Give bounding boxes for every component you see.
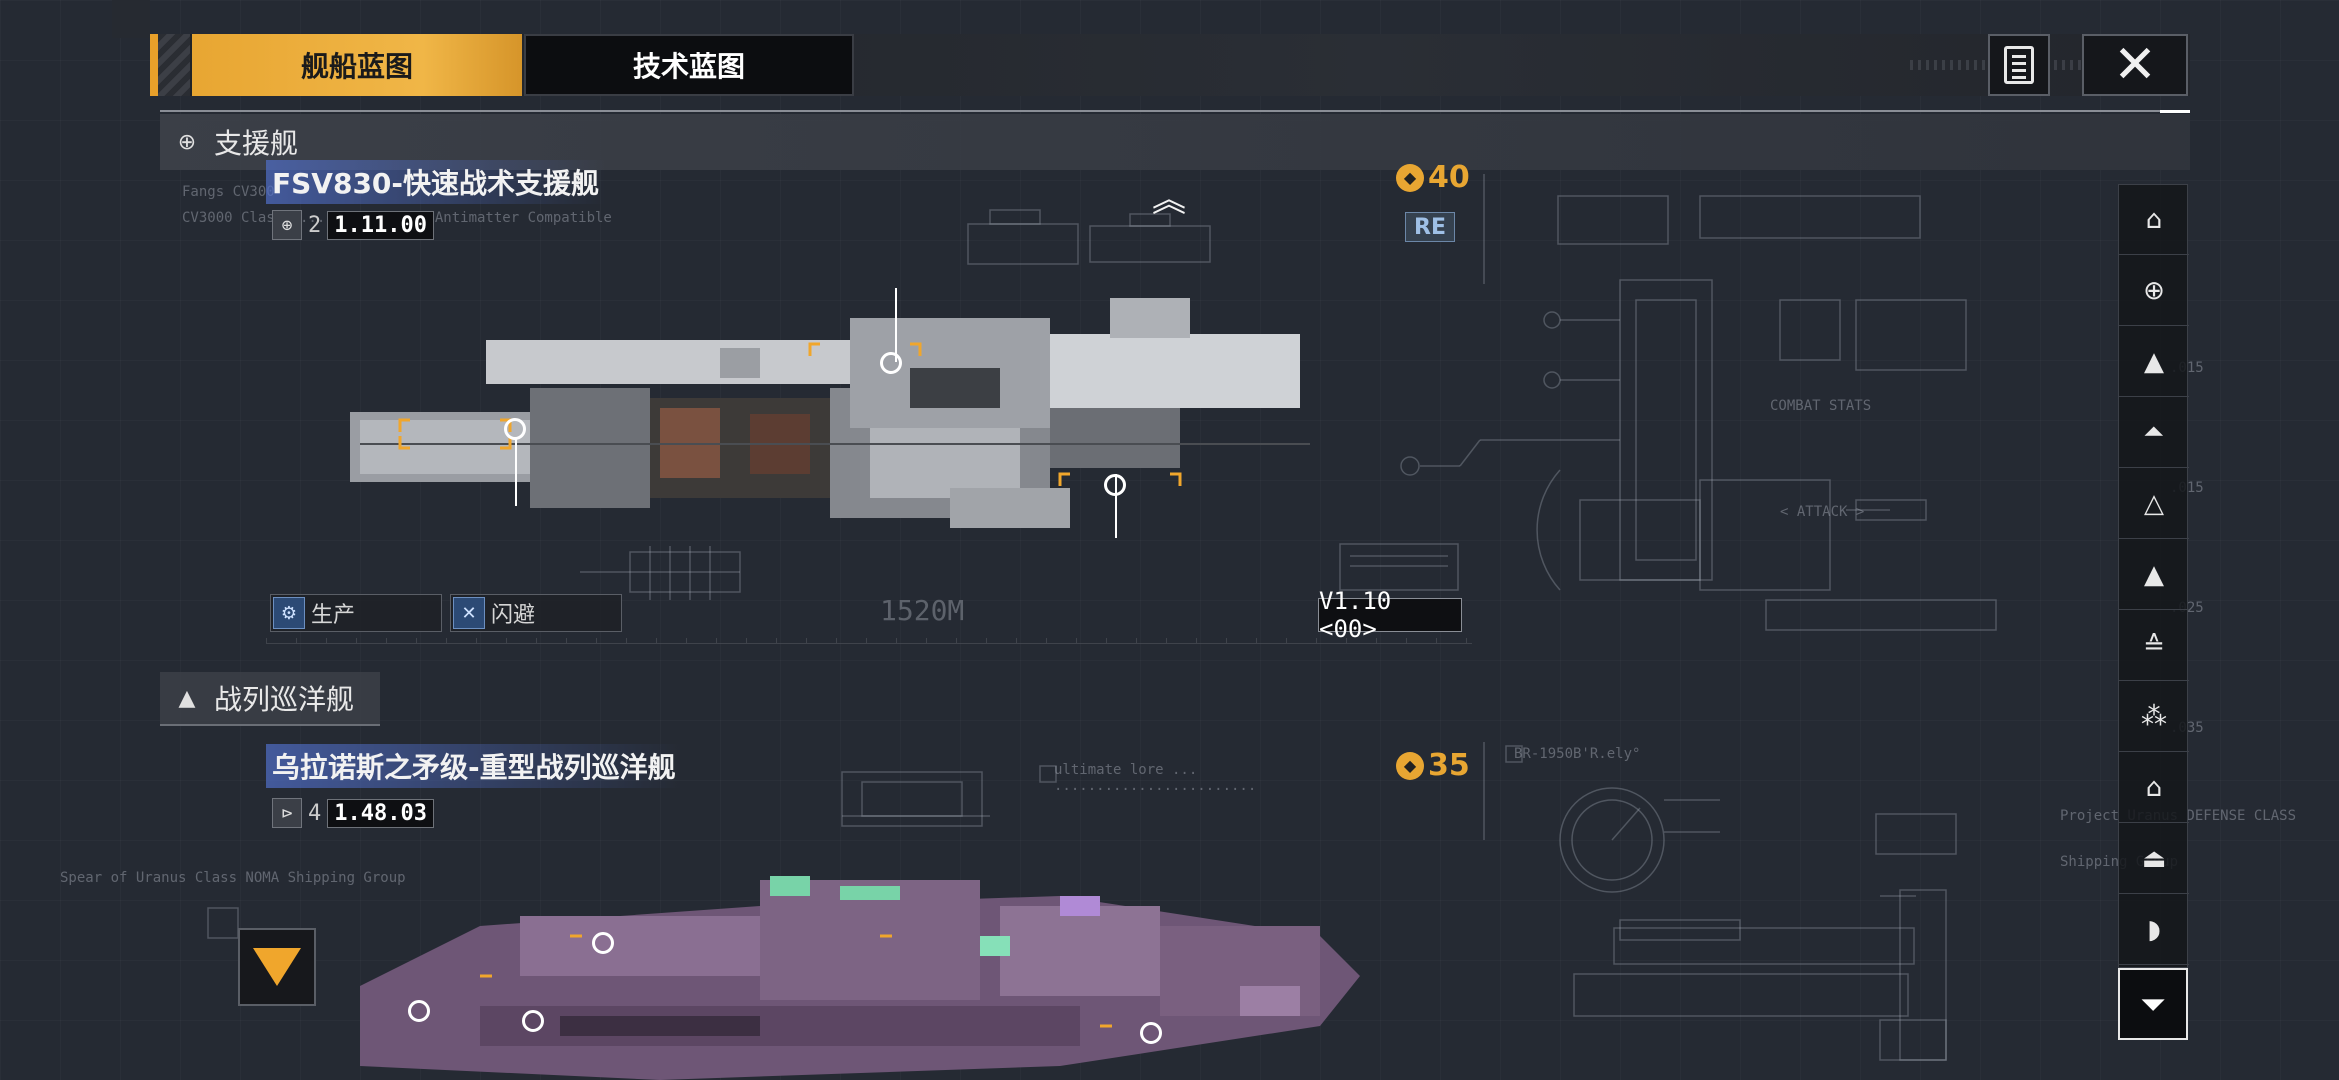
svg-text:< ATTACK >: < ATTACK > <box>1780 504 1864 520</box>
filter-all-ships[interactable]: ⌂ <box>2119 185 2189 255</box>
destroyer-icon: △ <box>2144 488 2164 519</box>
globe-icon: ⊕ <box>272 210 302 240</box>
category-label: 支援舰 <box>214 127 299 160</box>
ability-label: 闪避 <box>491 603 536 628</box>
divider-accent <box>2160 110 2190 113</box>
svg-text:COMBAT STATS: COMBAT STATS <box>1770 398 1871 414</box>
close-icon: ✕ <box>2113 35 2157 95</box>
ship-version: 1.48.03 <box>327 798 434 828</box>
command-point-icon: ◆ <box>1396 751 1424 780</box>
tab-ship-blueprint[interactable]: 舰船蓝图 <box>192 34 522 96</box>
document-button[interactable] <box>1988 34 2050 96</box>
svg-text:Spear of Uranus Class NOMA Shi: Spear of Uranus Class NOMA Shipping Grou… <box>60 870 406 886</box>
fleet-command-button[interactable] <box>238 928 316 1006</box>
filter-carrier[interactable]: ≙ <box>2119 611 2189 681</box>
ability-label: 生产 <box>311 603 356 628</box>
filter-icon: ⏷ <box>2140 984 2166 1023</box>
ability-evade[interactable]: ✕ 闪避 <box>450 594 622 632</box>
faction-icon: ⊳ <box>272 798 302 828</box>
ship-cost: ◆ 40 <box>1396 160 1470 195</box>
cruiser-icon: ⏶ <box>2143 417 2165 447</box>
ship-tag: V1.10 <00> <box>1318 587 1462 643</box>
battlecruiser-icon: ▲ <box>2144 346 2164 377</box>
battlecruiser-image[interactable] <box>360 866 1370 1080</box>
app-logo <box>112 0 150 38</box>
ship-count: 2 <box>308 212 322 238</box>
ability-production[interactable]: ⚙ 生产 <box>270 594 442 632</box>
evade-icon: ✕ <box>453 597 485 629</box>
category-label: 战列巡洋舰 <box>214 683 355 716</box>
capital-icon: ⏏ <box>2141 843 2167 874</box>
filter-button[interactable]: ⏷ <box>2118 968 2188 1040</box>
triangle-icon <box>253 948 301 986</box>
filter-battlecruiser[interactable]: ▲ <box>2119 327 2189 397</box>
ship-stats: ⊳ 4 1.48.03 <box>272 798 434 828</box>
auxiliary-icon: ◗ <box>2147 914 2161 945</box>
filter-frigate[interactable]: ▲ <box>2119 540 2189 610</box>
frigate-icon: ▲ <box>2144 559 2164 590</box>
support-ship-icon: ⊕ <box>2143 275 2165 306</box>
ship-length: 1520M <box>880 594 965 627</box>
filter-auxiliary[interactable]: ◗ <box>2119 895 2189 965</box>
close-button[interactable]: ✕ <box>2082 34 2188 96</box>
collapse-chevron-icon[interactable]: ︽ <box>1152 180 1186 220</box>
filter-destroyer[interactable]: △ <box>2119 469 2189 539</box>
ship-cost: ◆ 35 <box>1396 748 1470 783</box>
hardpoint-marker[interactable] <box>880 352 902 374</box>
ship-name[interactable]: FSV830-快速战术支援舰 <box>266 160 606 204</box>
aircraft-icon: ⌂ <box>2145 772 2163 803</box>
tab-tech-blueprint[interactable]: 技术蓝图 <box>524 34 854 96</box>
svg-text:........................: ........................ <box>1054 778 1256 794</box>
hardpoint-marker[interactable] <box>504 418 526 440</box>
ship-stats: ⊕ 2 1.11.00 <box>272 210 434 240</box>
filter-capital[interactable]: ⏏ <box>2119 824 2189 894</box>
cost-value: 35 <box>1428 748 1470 783</box>
filter-support-ship[interactable]: ⊕ <box>2119 256 2189 326</box>
ship-type-filter-rail: ⌂ ⊕ ▲ ⏶ △ ▲ ≙ ⁂ ⌂ ⏏ ◗ <box>2118 184 2189 968</box>
filter-corvette[interactable]: ⁂ <box>2119 682 2189 752</box>
ship-count: 4 <box>308 800 322 826</box>
hardpoint-marker[interactable] <box>1104 474 1126 496</box>
divider <box>160 110 2190 112</box>
hardpoint-marker[interactable] <box>1140 1022 1162 1044</box>
support-ship-icon: ⊕ <box>177 129 197 155</box>
re-badge: RE <box>1405 212 1455 242</box>
ship-name[interactable]: 乌拉诺斯之矛级-重型战列巡洋舰 <box>266 744 682 788</box>
svg-text:ultimate lore ...: ultimate lore ... <box>1054 762 1197 778</box>
tab-bar-accent <box>150 34 158 96</box>
filter-cruiser[interactable]: ⏶ <box>2119 398 2189 468</box>
cost-value: 40 <box>1428 160 1470 195</box>
svg-text:Fangs CV300: Fangs CV300 <box>182 184 275 200</box>
filter-aircraft[interactable]: ⌂ <box>2119 753 2189 823</box>
hardpoint-marker[interactable] <box>408 1000 430 1022</box>
battlecruiser-icon: ▲ <box>178 685 196 711</box>
carrier-icon: ≙ <box>2143 630 2165 661</box>
category-header-battlecruiser: ▲ 战列巡洋舰 <box>160 672 380 726</box>
length-ruler <box>266 638 1472 644</box>
svg-text:BR-1950B'R.ely°: BR-1950B'R.ely° <box>1514 746 1640 762</box>
command-point-icon: ◆ <box>1396 163 1424 192</box>
ship-version: 1.11.00 <box>327 210 434 240</box>
hardpoint-marker[interactable] <box>522 1010 544 1032</box>
hardpoint-marker[interactable] <box>592 932 614 954</box>
corvette-icon: ⁂ <box>2141 701 2167 732</box>
all-ships-icon: ⌂ <box>2145 204 2163 235</box>
document-icon <box>2004 46 2034 84</box>
support-ship-image[interactable] <box>350 288 1350 538</box>
production-icon: ⚙ <box>273 597 305 629</box>
